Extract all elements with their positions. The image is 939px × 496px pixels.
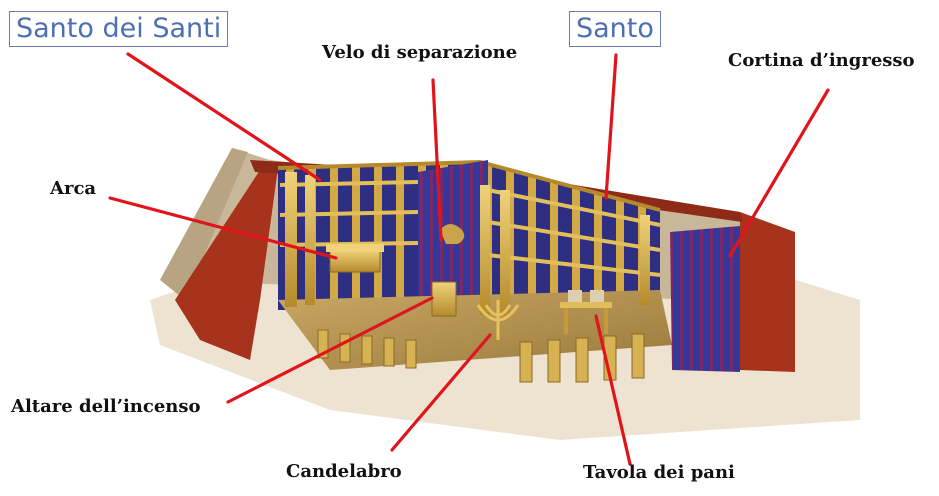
pointer-holy-place xyxy=(604,53,618,200)
pointer-ark xyxy=(108,196,338,260)
showbread-table xyxy=(560,290,612,334)
incense-altar-label: Altare dell’incenso xyxy=(11,396,201,417)
veil-label: Velo di separazione xyxy=(322,42,518,63)
floor xyxy=(278,290,672,370)
holy-place-title: Santo xyxy=(569,11,661,47)
front-base xyxy=(317,329,645,383)
incense-altar xyxy=(431,281,457,317)
separation-veil xyxy=(418,160,488,318)
pointer-lampstand xyxy=(390,333,492,452)
showbread-table-label: Tavola dei pani xyxy=(583,462,735,483)
pointer-showbread-table xyxy=(594,314,632,466)
lampstand-label: Candelabro xyxy=(286,461,402,482)
pointer-holy-of-holies xyxy=(126,52,322,182)
wall-bars xyxy=(279,180,661,277)
entrance-curtain xyxy=(670,226,740,372)
pointer-entrance-curtain xyxy=(728,88,830,258)
pointer-lines xyxy=(108,52,830,466)
front-posts xyxy=(285,172,650,315)
pointer-veil xyxy=(431,78,443,242)
lampstand xyxy=(476,300,520,340)
ark-label: Arca xyxy=(50,178,97,199)
pointer-incense-altar xyxy=(226,296,434,404)
ark-of-covenant xyxy=(326,244,384,273)
entrance-curtain-label: Cortina d’ingresso xyxy=(728,50,915,71)
holy-of-holies-title: Santo dei Santi xyxy=(9,11,229,47)
